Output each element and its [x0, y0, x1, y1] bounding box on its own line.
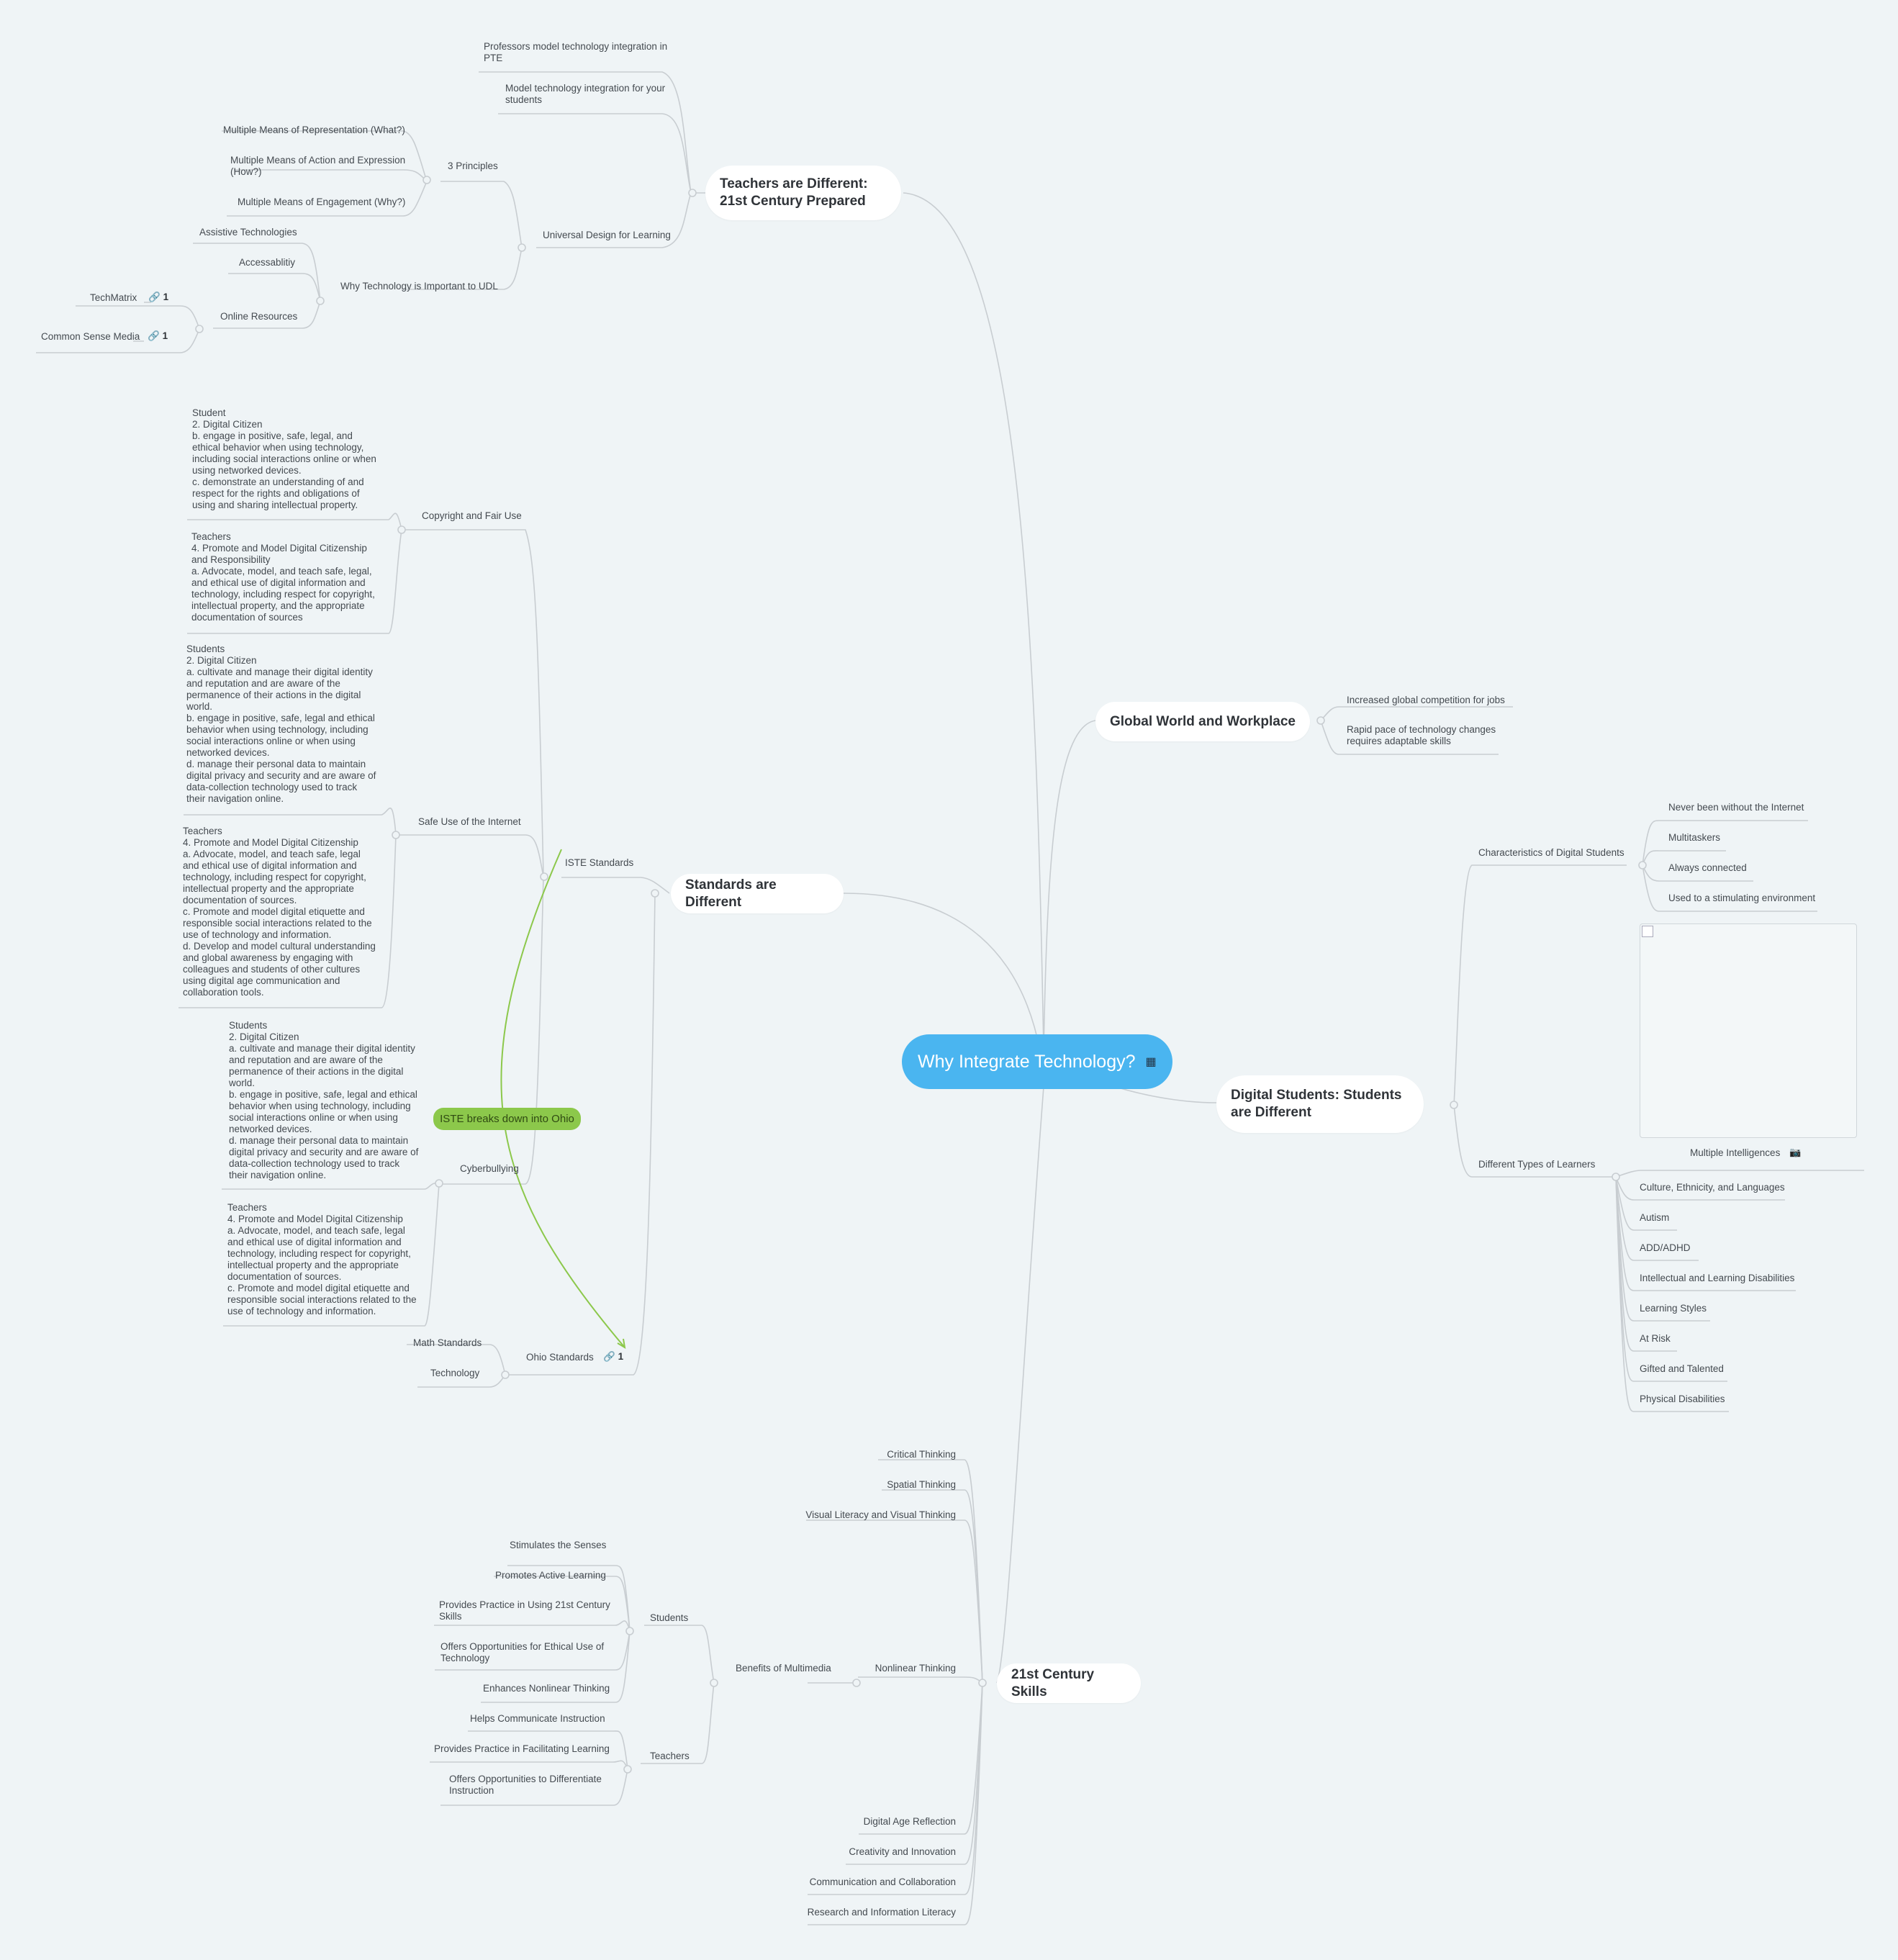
subtopic-physical[interactable]: Physical Disabilities — [1640, 1394, 1725, 1404]
relationship-label[interactable]: ISTE breaks down into Ohio — [433, 1108, 581, 1130]
central-topic-label: Why Integrate Technology? — [918, 1051, 1136, 1072]
subtopic-active-learning[interactable]: Promotes Active Learning — [495, 1570, 606, 1581]
hyperlink-ohio-standards[interactable]: 🔗 1 — [603, 1351, 623, 1363]
subtopic-multitaskers[interactable]: Multitaskers — [1668, 832, 1721, 843]
subtopic-characteristics[interactable]: Characteristics of Digital Students — [1478, 847, 1624, 858]
subtopic-critical-thinking[interactable]: Critical Thinking — [887, 1449, 956, 1460]
topic-digital-students[interactable]: Digital Students: Students are Different — [1216, 1075, 1424, 1133]
subtopic-nonlinear-thinking[interactable]: Nonlinear Thinking — [875, 1663, 956, 1674]
safe-teacher-standard[interactable]: Teachers 4. Promote and Model Digital Ci… — [183, 826, 376, 998]
link-count: 1 — [163, 292, 169, 302]
topic-21st-century-skills[interactable]: 21st Century Skills — [997, 1663, 1141, 1703]
topic-label: Standards are Different — [685, 877, 777, 910]
subtopic-differentiate[interactable]: Offers Opportunities to Differentiate In… — [449, 1774, 602, 1796]
link-icon: 🔗 — [148, 330, 160, 341]
image-attachment-icon[interactable]: 📷 — [1789, 1147, 1802, 1157]
subtopic-iste-standards[interactable]: ISTE Standards — [565, 857, 634, 868]
topic-label: 21st Century Skills — [1011, 1666, 1095, 1699]
cyber-teacher-standard[interactable]: Teachers 4. Promote and Model Digital Ci… — [227, 1202, 417, 1317]
subtopic-ohio-standards[interactable]: Ohio Standards — [526, 1352, 594, 1363]
link-icon: 🔗 — [148, 292, 161, 302]
subtopic-engagement[interactable]: Multiple Means of Engagement (Why?) — [238, 197, 406, 207]
subtopic-professors[interactable]: Professors model technology integration … — [484, 41, 668, 63]
copyright-teacher-standard[interactable]: Teachers 4. Promote and Model Digital Ci… — [191, 531, 375, 623]
subtopic-facilitating[interactable]: Provides Practice in Facilitating Learni… — [434, 1743, 610, 1754]
subtopic-model-integration[interactable]: Model technology integration for your st… — [505, 83, 666, 105]
subtopic-common-sense[interactable]: Common Sense Media — [41, 331, 140, 342]
subtopic-why-udl[interactable]: Why Technology is Important to UDL — [340, 281, 498, 292]
subtopic-assistive[interactable]: Assistive Technologies — [199, 227, 297, 238]
subtopic-benefits-multimedia[interactable]: Benefits of Multimedia — [736, 1663, 831, 1674]
central-topic[interactable]: Why Integrate Technology? ▦ — [902, 1034, 1172, 1089]
subtopic-always-connected[interactable]: Always connected — [1668, 862, 1747, 873]
broken-image-icon — [1642, 926, 1653, 937]
subtopic-techmatrix[interactable]: TechMatrix — [90, 292, 137, 303]
notes-icon[interactable]: ▦ — [1145, 1056, 1157, 1068]
subtopic-global-competition[interactable]: Increased global competition for jobs — [1347, 695, 1505, 705]
subtopic-cyberbullying[interactable]: Cyberbullying — [460, 1163, 519, 1174]
subtopic-stimulates-senses[interactable]: Stimulates the Senses — [510, 1540, 607, 1550]
subtopic-udl[interactable]: Universal Design for Learning — [543, 230, 671, 240]
subtopic-ethical-use[interactable]: Offers Opportunities for Ethical Use of … — [440, 1641, 605, 1663]
subtopic-teachers[interactable]: Teachers — [650, 1751, 690, 1761]
topic-teachers-different[interactable]: Teachers are Different: 21st Century Pre… — [705, 166, 901, 220]
subtopic-autism[interactable]: Autism — [1640, 1212, 1670, 1223]
subtopic-enhances-nonlinear[interactable]: Enhances Nonlinear Thinking — [483, 1683, 610, 1694]
subtopic-accessability[interactable]: Accessablitiy — [239, 257, 296, 268]
topic-label: Digital Students: Students are Different — [1231, 1088, 1402, 1120]
subtopic-action-expression[interactable]: Multiple Means of Action and Expression … — [230, 155, 406, 177]
topic-global-world[interactable]: Global World and Workplace — [1095, 702, 1310, 741]
subtopic-multiple-intelligences[interactable]: Multiple Intelligences — [1690, 1147, 1781, 1158]
subtopic-representation[interactable]: Multiple Means of Representation (What?) — [223, 125, 405, 135]
link-count: 1 — [618, 1351, 624, 1362]
cyber-student-standard[interactable]: Students 2. Digital Citizen a. cultivate… — [229, 1020, 419, 1180]
link-count: 1 — [162, 330, 168, 341]
subtopic-communicate-instruction[interactable]: Helps Communicate Instruction — [470, 1713, 605, 1724]
subtopic-creativity[interactable]: Creativity and Innovation — [849, 1846, 956, 1857]
subtopic-gifted[interactable]: Gifted and Talented — [1640, 1363, 1724, 1374]
image-placeholder — [1640, 923, 1857, 1138]
subtopic-stimulating[interactable]: Used to a stimulating environment — [1668, 893, 1816, 903]
copyright-student-standard[interactable]: Student 2. Digital Citizen b. engage in … — [192, 407, 376, 510]
subtopic-learner-types[interactable]: Different Types of Learners — [1478, 1159, 1596, 1170]
subtopic-math-standards[interactable]: Math Standards — [413, 1337, 482, 1348]
subtopic-safe-internet[interactable]: Safe Use of the Internet — [418, 816, 521, 827]
subtopic-intellectual[interactable]: Intellectual and Learning Disabilities — [1640, 1273, 1795, 1283]
subtopic-digital-reflection[interactable]: Digital Age Reflection — [863, 1816, 956, 1827]
hyperlink-techmatrix[interactable]: 🔗 1 — [148, 292, 168, 303]
subtopic-rapid-pace[interactable]: Rapid pace of technology changes require… — [1347, 724, 1496, 746]
topic-label: Teachers are Different: 21st Century Pre… — [720, 176, 868, 209]
subtopic-practice-21st[interactable]: Provides Practice in Using 21st Century … — [439, 1599, 610, 1622]
topic-label: Global World and Workplace — [1110, 713, 1296, 729]
subtopic-add-adhd[interactable]: ADD/ADHD — [1640, 1242, 1691, 1253]
subtopic-learning-styles[interactable]: Learning Styles — [1640, 1303, 1707, 1314]
subtopic-online-resources[interactable]: Online Resources — [220, 311, 298, 322]
subtopic-technology[interactable]: Technology — [430, 1368, 480, 1378]
subtopic-spatial-thinking[interactable]: Spatial Thinking — [887, 1479, 956, 1490]
hyperlink-common-sense[interactable]: 🔗 1 — [148, 330, 168, 342]
subtopic-at-risk[interactable]: At Risk — [1640, 1333, 1671, 1344]
subtopic-communication[interactable]: Communication and Collaboration — [809, 1877, 956, 1887]
subtopic-research[interactable]: Research and Information Literacy — [807, 1907, 956, 1918]
topic-standards-different[interactable]: Standards are Different — [671, 874, 844, 913]
subtopic-copyright[interactable]: Copyright and Fair Use — [422, 510, 522, 521]
link-icon: 🔗 — [603, 1351, 615, 1362]
subtopic-students[interactable]: Students — [650, 1612, 689, 1623]
subtopic-visual-literacy[interactable]: Visual Literacy and Visual Thinking — [805, 1509, 956, 1520]
safe-student-standard[interactable]: Students 2. Digital Citizen a. cultivate… — [186, 643, 376, 804]
subtopic-culture[interactable]: Culture, Ethnicity, and Languages — [1640, 1182, 1785, 1193]
subtopic-3-principles[interactable]: 3 Principles — [448, 161, 498, 171]
subtopic-never-without-internet[interactable]: Never been without the Internet — [1668, 802, 1804, 813]
